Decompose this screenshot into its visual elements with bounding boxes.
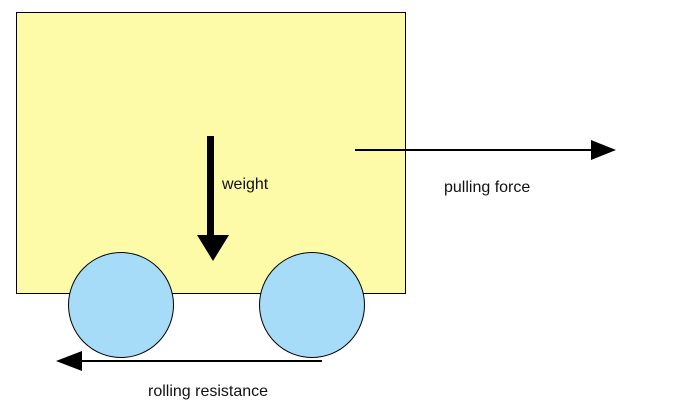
- pulling-force-arrow: [355, 140, 616, 160]
- rolling-resistance-arrow: [56, 351, 322, 371]
- weight-arrow: [197, 136, 229, 261]
- rolling-resistance-label: rolling resistance: [148, 383, 268, 400]
- pulling-force-label: pulling force: [444, 179, 530, 196]
- weight-label: weight: [221, 176, 269, 193]
- right-wheel: [259, 252, 365, 358]
- left-wheel: [68, 252, 174, 358]
